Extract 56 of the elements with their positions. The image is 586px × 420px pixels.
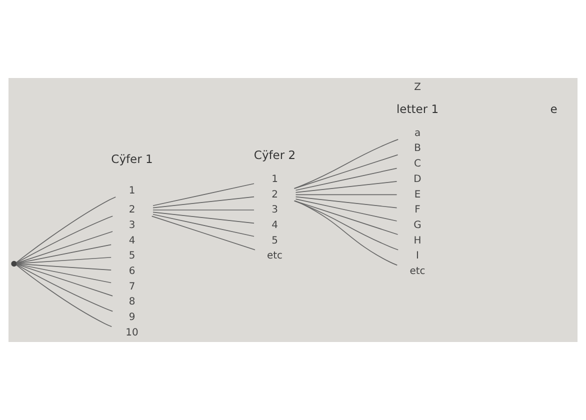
node-text: etc xyxy=(410,266,426,278)
node-text: 5 xyxy=(128,250,136,262)
connector xyxy=(152,183,254,206)
connector xyxy=(295,194,398,196)
node-text: F xyxy=(414,204,420,216)
connector xyxy=(294,200,398,266)
node-text: 5 xyxy=(272,235,278,246)
connector xyxy=(16,216,114,264)
node-text: G xyxy=(414,220,422,231)
connector xyxy=(16,264,112,328)
node-text: B xyxy=(414,143,421,154)
node-text: 9 xyxy=(128,312,136,324)
node-text: 7 xyxy=(128,281,136,292)
node-text: Z xyxy=(414,82,421,93)
node-text: 2 xyxy=(272,189,278,200)
connector xyxy=(16,244,112,264)
connector xyxy=(16,231,113,264)
connector xyxy=(294,200,399,250)
node-text: I xyxy=(416,250,419,262)
node-text: 10 xyxy=(126,327,138,338)
connector xyxy=(152,212,254,224)
node-text: D xyxy=(414,174,422,185)
label: letter 1 xyxy=(396,102,439,116)
connector xyxy=(294,154,398,189)
label: Cÿfer 1 xyxy=(111,152,153,166)
node-text: 2 xyxy=(128,204,136,216)
connector xyxy=(152,196,254,208)
node-text: 1 xyxy=(272,174,278,185)
label: e xyxy=(550,102,558,116)
connector xyxy=(16,264,114,312)
node-text: 6 xyxy=(128,266,136,278)
node-text: C xyxy=(414,158,421,170)
node-text: 3 xyxy=(128,220,136,231)
node-text: E xyxy=(414,189,421,200)
connector xyxy=(295,181,398,193)
connector xyxy=(16,256,112,264)
connector xyxy=(16,263,112,270)
node-text: 8 xyxy=(128,296,136,308)
connector xyxy=(152,214,254,237)
node-text: a xyxy=(414,128,421,139)
node-text: 1 xyxy=(128,185,136,196)
connector xyxy=(294,139,399,189)
node-text: 4 xyxy=(128,235,136,246)
node-text: etc xyxy=(267,250,283,262)
node-circle xyxy=(11,260,17,267)
node-text: H xyxy=(414,235,422,246)
connector xyxy=(295,196,398,208)
label: Cÿfer 2 xyxy=(254,148,296,162)
connector xyxy=(295,198,398,222)
connector xyxy=(151,216,256,250)
connector xyxy=(295,168,398,191)
node-text: 3 xyxy=(272,204,278,216)
connector xyxy=(16,264,113,296)
node-text: 4 xyxy=(272,220,278,231)
connector xyxy=(16,264,112,284)
connector xyxy=(16,196,116,263)
